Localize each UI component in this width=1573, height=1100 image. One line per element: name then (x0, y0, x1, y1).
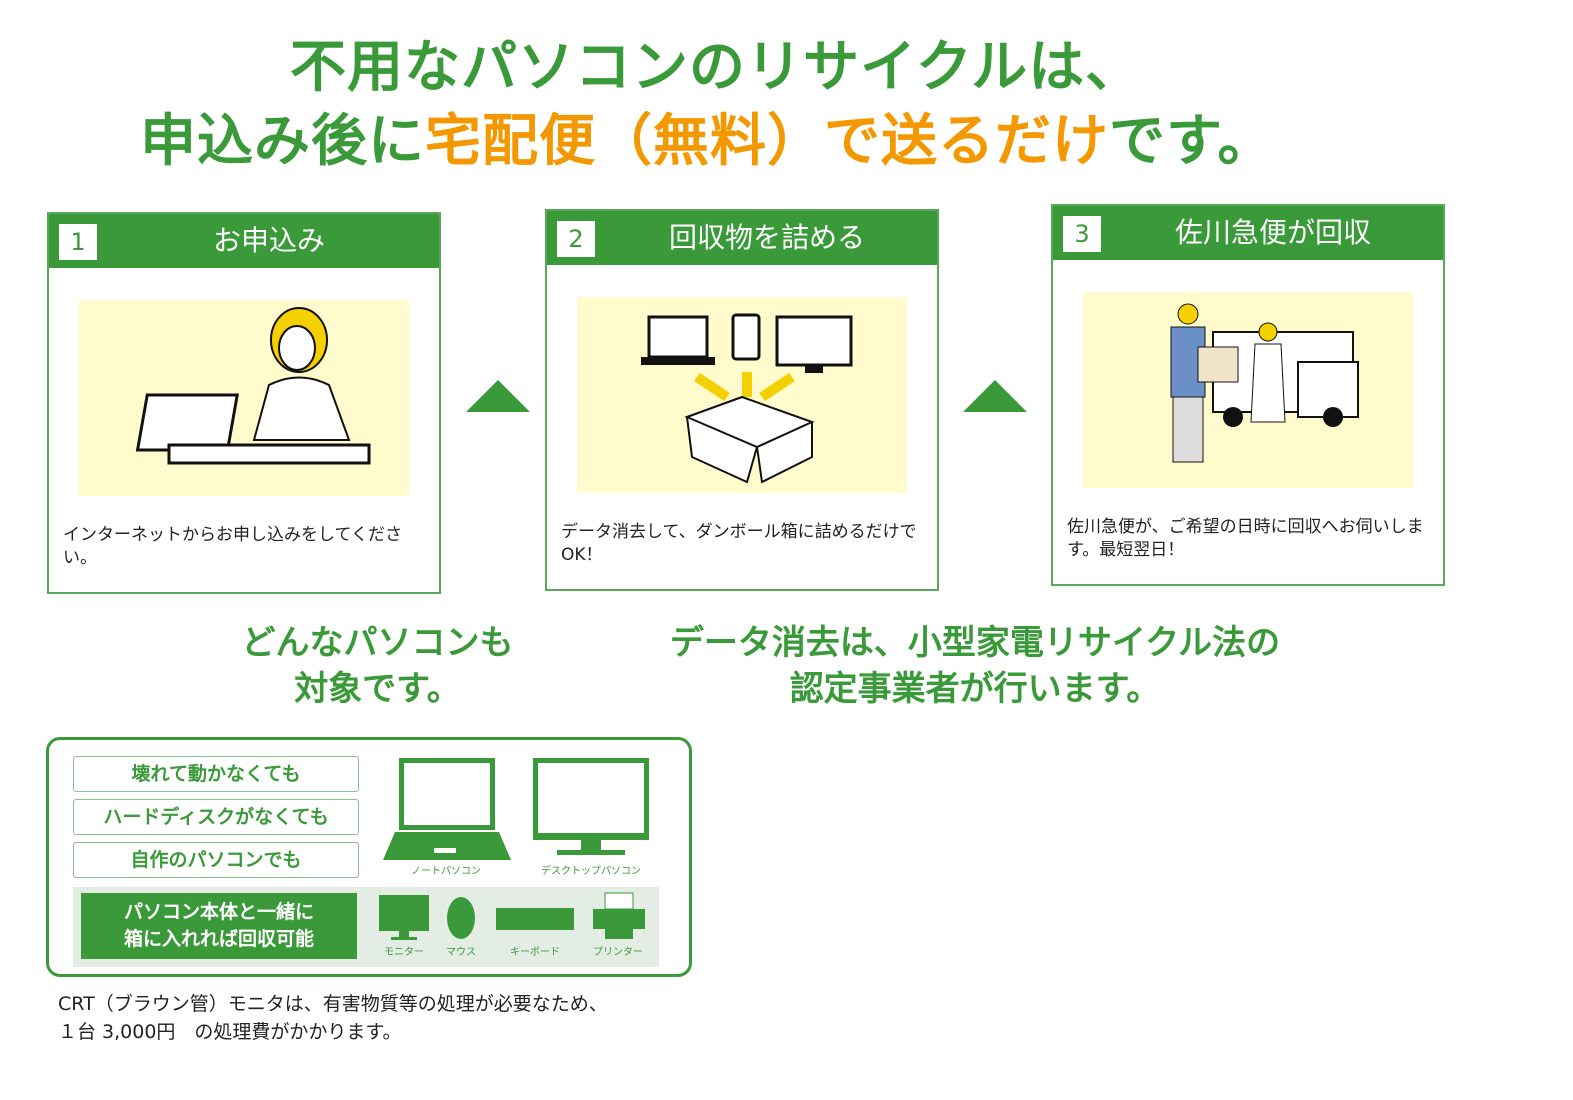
accessory-label: マウス (446, 947, 476, 958)
device-label: デスクトップパソコン (541, 866, 641, 877)
keyboard-icon (496, 908, 574, 930)
subheading-line: データ消去は、小型家電リサイクル法の (669, 623, 1281, 663)
mouse-icon (447, 897, 475, 939)
headline-part: 申込み後に (140, 109, 425, 174)
packing-box-illustration (577, 297, 907, 493)
step-number: 1 (59, 224, 97, 260)
accessory-note-line: パソコン本体と一緒に (123, 901, 314, 923)
subheading-line: 対象です。 (294, 669, 461, 709)
step-header: 3 佐川急便が回収 (1053, 206, 1443, 260)
arrow-icon (963, 380, 1027, 412)
step-card-3: 3 佐川急便が回収 佐川急便が、ご希望の日時に回収へお伺いします。最短翌日！ (1051, 204, 1445, 586)
note-line: １台 3,000円 の処理費がかかります。 (58, 1021, 402, 1043)
subheading-line: どんなパソコンも (241, 623, 514, 663)
woman-at-laptop-illustration (79, 300, 409, 496)
printer-icon (593, 892, 645, 939)
device-label: ノートパソコン (411, 866, 481, 877)
accessory-label: プリンター (593, 947, 643, 958)
monitor-icon (379, 895, 429, 940)
step-header: 1 お申込み (49, 214, 439, 268)
step-caption: 佐川急便が、ご希望の日時に回収へお伺いします。最短翌日！ (1067, 517, 1424, 560)
headline-line1: 不用なパソコンのリサイクルは、 (290, 35, 1143, 100)
accessories-bar: パソコン本体と一緒に箱に入れれば回収可能 モニター マウス キーボード プリンタ… (73, 887, 659, 967)
condition-label: 壊れて動かなくても (73, 756, 359, 792)
step-card-1: 1 お申込み インターネットからお申し込みをしてください。 (47, 212, 441, 594)
arrow-icon (466, 380, 530, 412)
desktop-monitor-icon (533, 758, 649, 855)
courier-pickup-illustration (1083, 292, 1413, 488)
step-title: お申込み (212, 224, 325, 257)
accessory-label: モニター (384, 947, 424, 958)
step-title: 回収物を詰める (668, 221, 865, 254)
accessory-note-line: 箱に入れれば回収可能 (123, 928, 314, 950)
condition-label: 自作のパソコンでも (73, 842, 359, 878)
headline-highlight: 宅配便（無料）で送るだけ (425, 109, 1109, 174)
headline-line2: 申込み後に宅配便（無料）で送るだけです。 (0, 96, 1573, 177)
step-caption: インターネットからお申し込みをしてください。 (63, 525, 402, 568)
step-title: 佐川急便が回収 (1174, 216, 1371, 249)
step-caption: データ消去して、ダンボール箱に詰めるだけでOK！ (561, 522, 917, 565)
subheading-all-pcs: どんなパソコンも対象です。 (200, 620, 555, 712)
step-header: 2 回収物を詰める (547, 211, 937, 265)
step-card-2: 2 回収物を詰める データ消去して、ダンボール箱に詰めるだけでOK！ (545, 209, 939, 591)
subheading-line: 認定事業者が行います。 (789, 669, 1161, 709)
accessory-label: キーボード (510, 947, 560, 958)
accessory-note: パソコン本体と一緒に箱に入れれば回収可能 (81, 893, 357, 959)
step-number: 2 (557, 221, 595, 257)
laptop-icon (383, 758, 511, 860)
step-number: 3 (1063, 216, 1101, 252)
note-line: CRT（ブラウン管）モニタは、有害物質等の処理が必要なため、 (58, 993, 608, 1015)
crt-fee-note: CRT（ブラウン管）モニタは、有害物質等の処理が必要なため、 １台 3,000円 … (58, 990, 608, 1046)
condition-label: ハードディスクがなくても (73, 799, 359, 835)
headline-part: です。 (1109, 109, 1275, 174)
eligibility-box: 壊れて動かなくても ハードディスクがなくても 自作のパソコンでも ノートパソコン… (46, 737, 692, 977)
subheading-data-erasure: データ消去は、小型家電リサイクル法の認定事業者が行います。 (620, 620, 1330, 712)
